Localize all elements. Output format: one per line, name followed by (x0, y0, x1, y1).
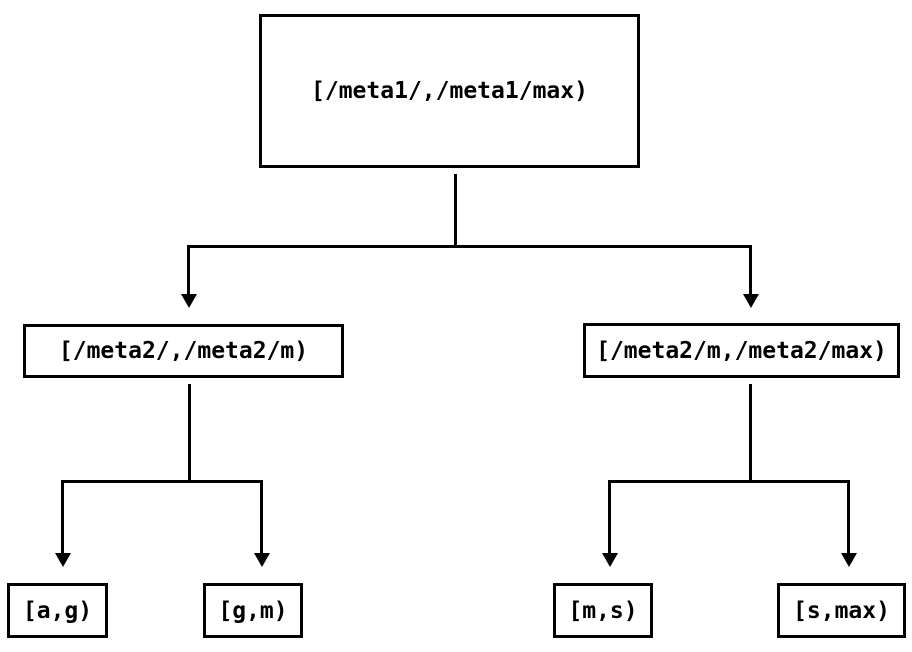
tree-node-left-child: [/meta2/,/meta2/m) (23, 324, 344, 378)
tree-leaf-a-g: [a,g) (7, 583, 108, 638)
tree-leaf-m-s: [m,s) (553, 583, 653, 638)
tree-leaf-g-m: [g,m) (203, 583, 303, 638)
arrow-down-icon (254, 553, 270, 567)
tree-leaf-a-g-label: [a,g) (22, 597, 93, 624)
arrow-down-icon (841, 553, 857, 567)
connector-root-spreader (187, 245, 752, 248)
connector-left-to-leaf-gm-drop (260, 483, 263, 553)
connector-root-stem (454, 174, 457, 248)
tree-leaf-s-max: [s,max) (777, 583, 906, 638)
tree-leaf-g-m-label: [g,m) (218, 597, 288, 624)
tree-node-right-child-label: [/meta2/m,/meta2/max) (596, 337, 887, 364)
connector-left-child-stem (188, 384, 191, 483)
connector-right-to-leaf-smax-drop (847, 483, 850, 553)
arrow-down-icon (181, 294, 197, 308)
tree-leaf-s-max-label: [s,max) (793, 597, 890, 624)
arrow-down-icon (743, 294, 759, 308)
connector-root-to-right-drop (749, 248, 752, 294)
tree-node-root: [/meta1/,/meta1/max) (259, 14, 640, 168)
connector-right-child-stem (749, 384, 752, 483)
connector-right-to-leaf-ms-drop (608, 483, 611, 553)
connector-left-to-leaf-ag-drop (61, 483, 64, 553)
arrow-down-icon (602, 553, 618, 567)
connector-root-to-left-drop (187, 248, 190, 294)
arrow-down-icon (55, 553, 71, 567)
connector-right-child-spreader (608, 480, 850, 483)
tree-node-left-child-label: [/meta2/,/meta2/m) (58, 338, 309, 364)
connector-left-child-spreader (61, 480, 263, 483)
tree-node-right-child: [/meta2/m,/meta2/max) (583, 323, 900, 378)
tree-node-root-label: [/meta1/,/meta1/max) (311, 78, 588, 104)
tree-leaf-m-s-label: [m,s) (568, 597, 638, 624)
